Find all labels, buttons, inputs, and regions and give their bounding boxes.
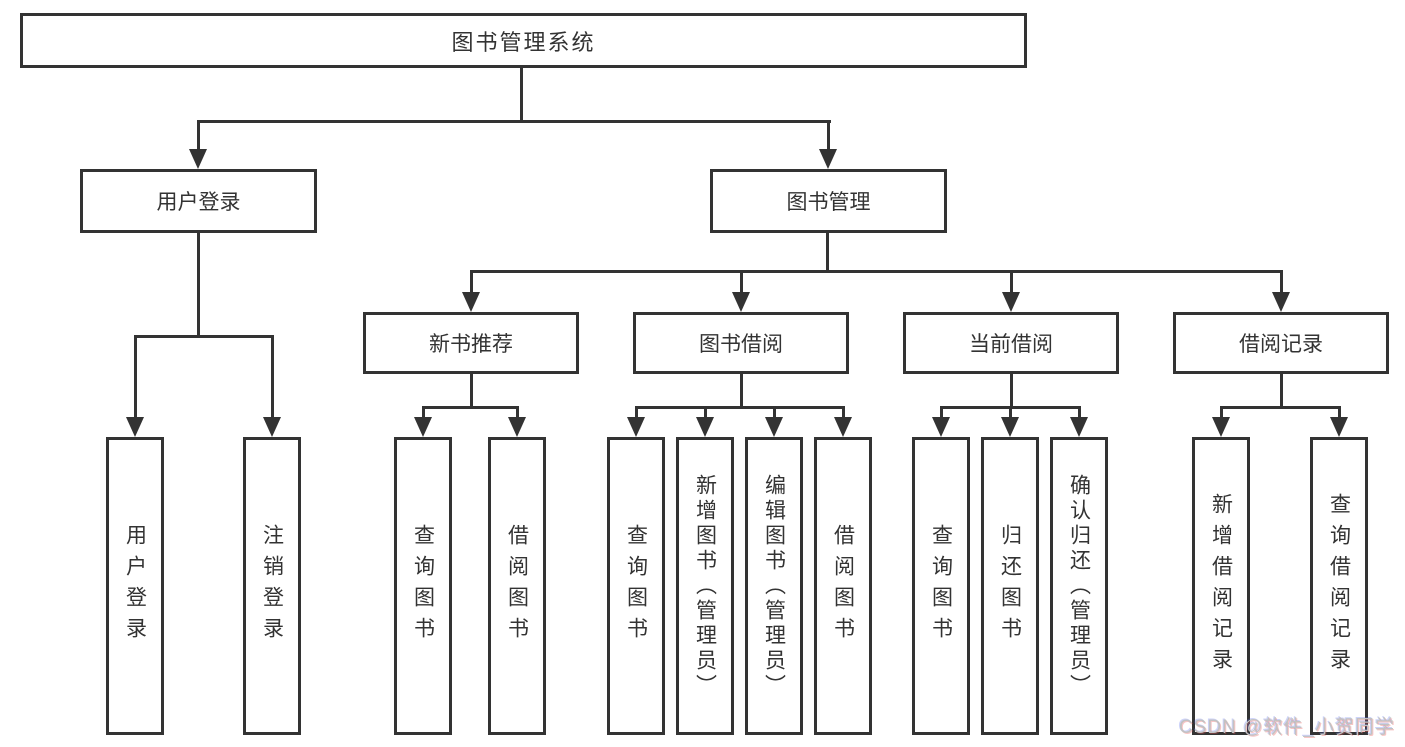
node-borrow-records: 借阅记录	[1173, 312, 1389, 374]
node-book-borrow: 图书借阅	[633, 312, 849, 374]
arrow-down-icon	[1272, 292, 1290, 312]
connector	[1010, 270, 1013, 294]
connector	[773, 406, 776, 420]
connector	[842, 406, 845, 420]
arrow-down-icon	[1002, 292, 1020, 312]
leaf-query-books-3: 查询图书	[912, 437, 970, 735]
connector	[470, 374, 473, 409]
node-label: 当前借阅	[969, 333, 1053, 356]
connector	[516, 406, 519, 420]
node-label: 查询借阅记录	[1327, 493, 1351, 679]
connector	[520, 68, 523, 120]
connector	[940, 406, 943, 420]
connector	[134, 335, 137, 419]
arrow-down-icon	[696, 417, 714, 437]
connector	[422, 406, 425, 420]
connector	[826, 233, 829, 272]
connector	[1010, 374, 1013, 409]
connector	[197, 120, 200, 152]
node-label: 新增图书（管理员）	[693, 473, 717, 699]
node-label: 图书管理系统	[451, 29, 596, 55]
connector	[740, 270, 743, 294]
leaf-add-borrow-record: 新增借阅记录	[1192, 437, 1250, 735]
node-label: 用户登录	[123, 524, 147, 648]
node-root: 图书管理系统	[20, 13, 1027, 68]
arrow-down-icon	[834, 417, 852, 437]
arrow-down-icon	[1330, 417, 1348, 437]
connector	[635, 406, 845, 409]
connector	[827, 120, 830, 152]
connector	[1078, 406, 1081, 420]
arrow-down-icon	[263, 417, 281, 437]
connector	[470, 270, 473, 294]
node-label: 编辑图书（管理员）	[762, 473, 786, 699]
arrow-down-icon	[1070, 417, 1088, 437]
node-label: 归还图书	[998, 524, 1022, 648]
leaf-query-borrow-record: 查询借阅记录	[1310, 437, 1368, 735]
leaf-edit-books-admin: 编辑图书（管理员）	[745, 437, 803, 735]
node-label: 新书推荐	[429, 333, 513, 356]
connector	[422, 406, 519, 409]
arrow-down-icon	[732, 292, 750, 312]
node-user-login: 用户登录	[80, 169, 317, 233]
node-new-book-recommend: 新书推荐	[363, 312, 579, 374]
arrow-down-icon	[189, 149, 207, 169]
connector	[271, 335, 274, 419]
node-label: 借阅图书	[831, 524, 855, 648]
node-label: 用户登录	[156, 191, 241, 214]
arrow-down-icon	[462, 292, 480, 312]
arrow-down-icon	[765, 417, 783, 437]
connector	[1220, 406, 1223, 420]
leaf-borrow-books-1: 借阅图书	[488, 437, 546, 735]
leaf-return-books: 归还图书	[981, 437, 1039, 735]
node-label: 图书借阅	[699, 333, 783, 356]
connector	[197, 120, 831, 123]
node-label: 借阅记录	[1239, 333, 1323, 356]
node-label: 查询图书	[624, 524, 648, 648]
arrow-down-icon	[508, 417, 526, 437]
leaf-query-books-1: 查询图书	[394, 437, 452, 735]
connector	[1338, 406, 1341, 420]
node-label: 注销登录	[260, 524, 284, 648]
connector	[197, 233, 200, 337]
node-label: 查询图书	[929, 524, 953, 648]
arrow-down-icon	[819, 149, 837, 169]
connector	[635, 406, 638, 420]
connector	[1220, 406, 1341, 409]
node-book-management: 图书管理	[710, 169, 947, 233]
node-label: 查询图书	[411, 524, 435, 648]
leaf-query-books-2: 查询图书	[607, 437, 665, 735]
connector	[134, 335, 274, 338]
node-current-borrow: 当前借阅	[903, 312, 1119, 374]
connector	[1009, 406, 1012, 420]
node-label: 新增借阅记录	[1209, 493, 1233, 679]
node-label: 确认归还（管理员）	[1067, 473, 1091, 699]
connector	[1280, 270, 1283, 294]
connector	[1280, 374, 1283, 409]
arrow-down-icon	[1001, 417, 1019, 437]
arrow-down-icon	[1212, 417, 1230, 437]
arrow-down-icon	[627, 417, 645, 437]
leaf-user-login: 用户登录	[106, 437, 164, 735]
leaf-borrow-books-2: 借阅图书	[814, 437, 872, 735]
connector	[470, 270, 1282, 273]
leaf-add-books-admin: 新增图书（管理员）	[676, 437, 734, 735]
arrow-down-icon	[126, 417, 144, 437]
connector	[740, 374, 743, 409]
leaf-confirm-return-admin: 确认归还（管理员）	[1050, 437, 1108, 735]
connector	[704, 406, 707, 420]
arrow-down-icon	[414, 417, 432, 437]
arrow-down-icon	[932, 417, 950, 437]
node-label: 图书管理	[786, 191, 871, 214]
node-label: 借阅图书	[505, 524, 529, 648]
leaf-logout: 注销登录	[243, 437, 301, 735]
csdn-watermark: CSDN @软件_小贺同学	[1179, 717, 1395, 738]
